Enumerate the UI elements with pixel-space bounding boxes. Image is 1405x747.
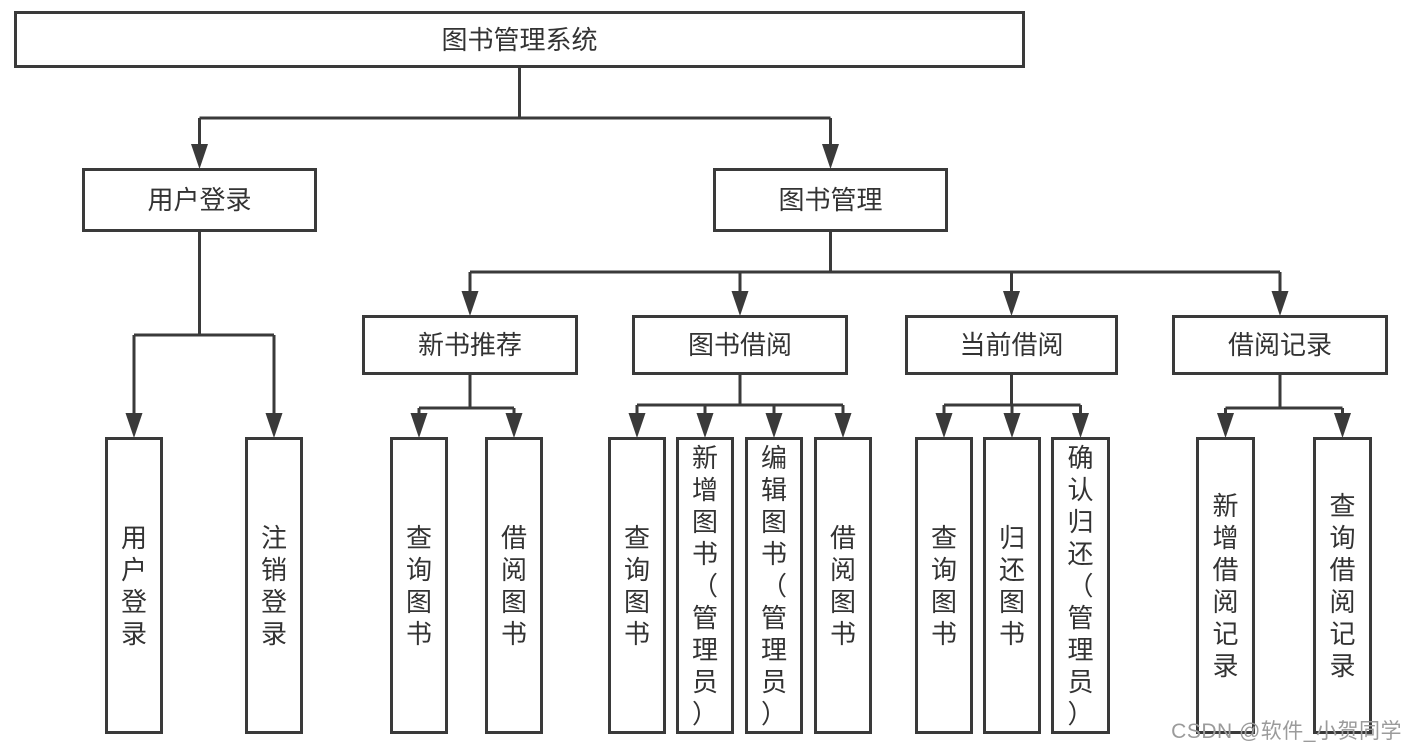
node-leaf-br-query: 查 询 借 阅 记 录 bbox=[1313, 437, 1372, 734]
arrowhead-icon bbox=[834, 413, 852, 438]
arrowhead-icon bbox=[1334, 413, 1351, 438]
arrowhead-icon bbox=[731, 291, 749, 316]
edge-group-borrow-records bbox=[1217, 375, 1351, 438]
node-book-borrow: 图书借阅 bbox=[632, 315, 848, 375]
node-label: 借 阅 图 书 bbox=[500, 522, 527, 649]
node-label: 图书管理 bbox=[778, 185, 883, 215]
arrowhead-icon bbox=[822, 144, 839, 169]
node-label: 查 询 图 书 bbox=[405, 522, 432, 649]
edge-group-book-borrow bbox=[628, 375, 852, 438]
edge-group-current-borrow bbox=[935, 375, 1089, 438]
node-root: 图书管理系统 bbox=[14, 11, 1025, 68]
node-label: 新书推荐 bbox=[417, 330, 522, 360]
arrowhead-icon bbox=[125, 413, 143, 438]
arrowhead-icon bbox=[628, 413, 646, 438]
arrowhead-icon bbox=[410, 413, 428, 438]
node-new-book-rec: 新书推荐 bbox=[362, 315, 578, 375]
node-label: 借 阅 图 书 bbox=[829, 522, 856, 649]
node-label: 借阅记录 bbox=[1227, 330, 1332, 360]
node-label: 图书借阅 bbox=[687, 330, 792, 360]
arrowhead-icon bbox=[265, 413, 283, 438]
node-label: 编 辑 图 书 （ 管 理 员 ） bbox=[760, 442, 787, 729]
node-label: 查 询 图 书 bbox=[623, 522, 650, 649]
node-leaf-bb-query: 查 询 图 书 bbox=[608, 437, 666, 734]
node-label: 新 增 借 阅 记 录 bbox=[1212, 490, 1239, 681]
node-label: 用户登录 bbox=[147, 185, 252, 215]
node-borrow-records: 借阅记录 bbox=[1172, 315, 1388, 375]
node-leaf-br-add: 新 增 借 阅 记 录 bbox=[1196, 437, 1255, 734]
node-label: 查 询 图 书 bbox=[930, 522, 957, 649]
arrowhead-icon bbox=[1072, 413, 1089, 438]
node-leaf-cb-return: 归 还 图 书 bbox=[983, 437, 1041, 734]
edge-group-new-book-rec bbox=[410, 375, 523, 438]
arrowhead-icon bbox=[935, 413, 953, 438]
node-label: 注 销 登 录 bbox=[260, 522, 287, 649]
edge-group-user-login bbox=[125, 232, 283, 438]
node-label: 确 认 归 还 （ 管 理 员 ） bbox=[1067, 442, 1094, 729]
node-label: 图书管理系统 bbox=[441, 24, 598, 55]
node-label: 用 户 登 录 bbox=[120, 522, 147, 649]
node-leaf-logout: 注 销 登 录 bbox=[245, 437, 303, 734]
arrowhead-icon bbox=[1003, 413, 1021, 438]
edge-group-book-mgmt bbox=[461, 232, 1289, 316]
arrowhead-icon bbox=[505, 413, 523, 438]
node-label: 新 增 图 书 （ 管 理 员 ） bbox=[691, 442, 718, 729]
node-user-login: 用户登录 bbox=[82, 168, 317, 232]
node-book-mgmt: 图书管理 bbox=[713, 168, 948, 232]
arrowhead-icon bbox=[1271, 291, 1289, 316]
edge-group-root bbox=[191, 68, 839, 169]
node-leaf-bb-borrow: 借 阅 图 书 bbox=[814, 437, 872, 734]
arrowhead-icon bbox=[765, 413, 783, 438]
node-label: 查 询 借 阅 记 录 bbox=[1329, 490, 1356, 681]
arrowhead-icon bbox=[461, 291, 479, 316]
arrowhead-icon bbox=[191, 144, 208, 169]
node-leaf-cb-query: 查 询 图 书 bbox=[915, 437, 973, 734]
arrowhead-icon bbox=[1003, 291, 1020, 316]
node-leaf-nb-query: 查 询 图 书 bbox=[390, 437, 448, 734]
node-leaf-bb-edit: 编 辑 图 书 （ 管 理 员 ） bbox=[745, 437, 803, 734]
node-label: 当前借阅 bbox=[959, 330, 1064, 360]
node-leaf-cb-confirm: 确 认 归 还 （ 管 理 员 ） bbox=[1051, 437, 1110, 734]
node-leaf-user-login: 用 户 登 录 bbox=[105, 437, 163, 734]
node-leaf-bb-add: 新 增 图 书 （ 管 理 员 ） bbox=[676, 437, 734, 734]
arrowhead-icon bbox=[1217, 413, 1234, 438]
arrowhead-icon bbox=[696, 413, 714, 438]
node-label: 归 还 图 书 bbox=[998, 522, 1025, 649]
node-current-borrow: 当前借阅 bbox=[905, 315, 1118, 375]
watermark: CSDN @软件_小贺同学 bbox=[1171, 720, 1402, 743]
node-leaf-nb-borrow: 借 阅 图 书 bbox=[485, 437, 543, 734]
